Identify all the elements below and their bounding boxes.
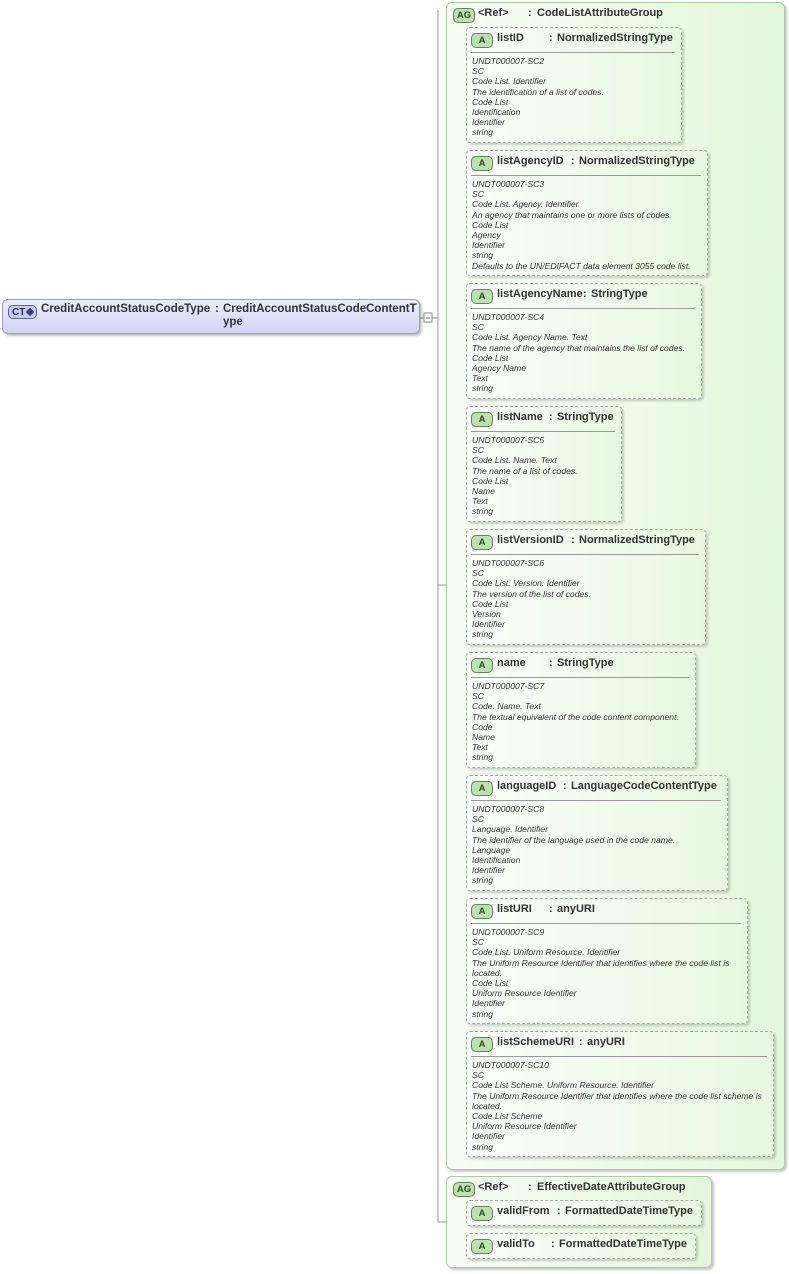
group-colon: : <box>528 1181 532 1193</box>
attribute-type: StringType <box>591 288 648 300</box>
attribute-type: StringType <box>557 411 614 423</box>
attribute-type: FormattedDateTimeType <box>565 1205 693 1217</box>
type-separator: : <box>549 32 553 44</box>
attribute-type: anyURI <box>557 903 595 915</box>
attribute-type: NormalizedStringType <box>579 155 695 167</box>
attribute-name: listURI <box>497 903 532 915</box>
attribute-icon: A <box>471 1239 493 1254</box>
type-separator: : <box>549 657 553 669</box>
type-separator: : <box>549 903 553 915</box>
type-separator: : <box>549 411 553 423</box>
attribute-type: StringType <box>557 657 614 669</box>
type-separator: : <box>557 1205 561 1217</box>
attribute-icon: A <box>471 1037 493 1052</box>
group-name: EffectiveDateAttributeGroup <box>537 1181 686 1193</box>
complex-type-base: CreditAccountStatusCodeContentType <box>223 303 417 328</box>
attribute-node[interactable]: A listID : NormalizedStringType UNDT0000… <box>466 27 682 143</box>
attribute-name: listAgencyName <box>497 288 583 300</box>
attribute-type: LanguageCodeContentType <box>571 780 717 792</box>
attribute-group-icon: AG <box>453 8 475 23</box>
attribute-node[interactable]: A listAgencyName : StringType UNDT000007… <box>466 283 702 399</box>
attribute-node[interactable]: A validTo : FormattedDateTimeType <box>466 1233 696 1259</box>
attribute-icon: A <box>471 156 493 171</box>
attribute-name: name <box>497 657 526 669</box>
attribute-type: anyURI <box>587 1036 625 1048</box>
attribute-name: listName <box>497 411 543 423</box>
attribute-icon: A <box>471 412 493 427</box>
attribute-name: listAgencyID <box>497 155 564 167</box>
type-separator: : <box>571 155 575 167</box>
attribute-type: FormattedDateTimeType <box>559 1238 687 1250</box>
group-colon: : <box>528 7 532 19</box>
attribute-name: listID <box>497 32 524 44</box>
attribute-icon: A <box>471 658 493 673</box>
attribute-icon: A <box>471 289 493 304</box>
type-separator: : <box>551 1238 555 1250</box>
group-ref: <Ref> <box>478 1181 509 1193</box>
attribute-name: validFrom <box>497 1205 550 1217</box>
attribute-icon: A <box>471 33 493 48</box>
type-separator: : <box>215 303 219 315</box>
attribute-name: validTo <box>497 1238 535 1250</box>
type-separator: : <box>579 1036 583 1048</box>
attribute-icon: A <box>471 904 493 919</box>
attribute-name: listSchemeURI <box>497 1036 575 1048</box>
attribute-icon: A <box>471 781 493 796</box>
attribute-node[interactable]: A languageID : LanguageCodeContentType U… <box>466 775 728 891</box>
group-name: CodeListAttributeGroup <box>537 7 663 19</box>
complex-type-name: CreditAccountStatusCodeType <box>41 303 211 315</box>
attribute-node[interactable]: A listAgencyID : NormalizedStringType UN… <box>466 150 708 276</box>
complex-type-node[interactable]: CT CreditAccountStatusCodeType : CreditA… <box>2 299 420 334</box>
attribute-node[interactable]: A listSchemeURI : anyURI UNDT000007-SC10… <box>466 1031 774 1157</box>
attribute-node[interactable]: A validFrom : FormattedDateTimeType <box>466 1200 702 1226</box>
attribute-icon: A <box>471 535 493 550</box>
attribute-icon: A <box>471 1206 493 1221</box>
group-ref: <Ref> <box>478 7 509 19</box>
attribute-type: NormalizedStringType <box>557 32 673 44</box>
attribute-name: listVersionID <box>497 534 564 546</box>
attribute-node[interactable]: A listVersionID : NormalizedStringType U… <box>466 529 706 645</box>
complex-type-icon: CT <box>8 305 37 319</box>
attribute-name: languageID <box>497 780 557 792</box>
type-separator: : <box>571 534 575 546</box>
attribute-group-icon: AG <box>453 1182 475 1197</box>
attribute-type: NormalizedStringType <box>579 534 695 546</box>
type-separator: : <box>563 780 567 792</box>
type-separator: : <box>583 288 587 300</box>
